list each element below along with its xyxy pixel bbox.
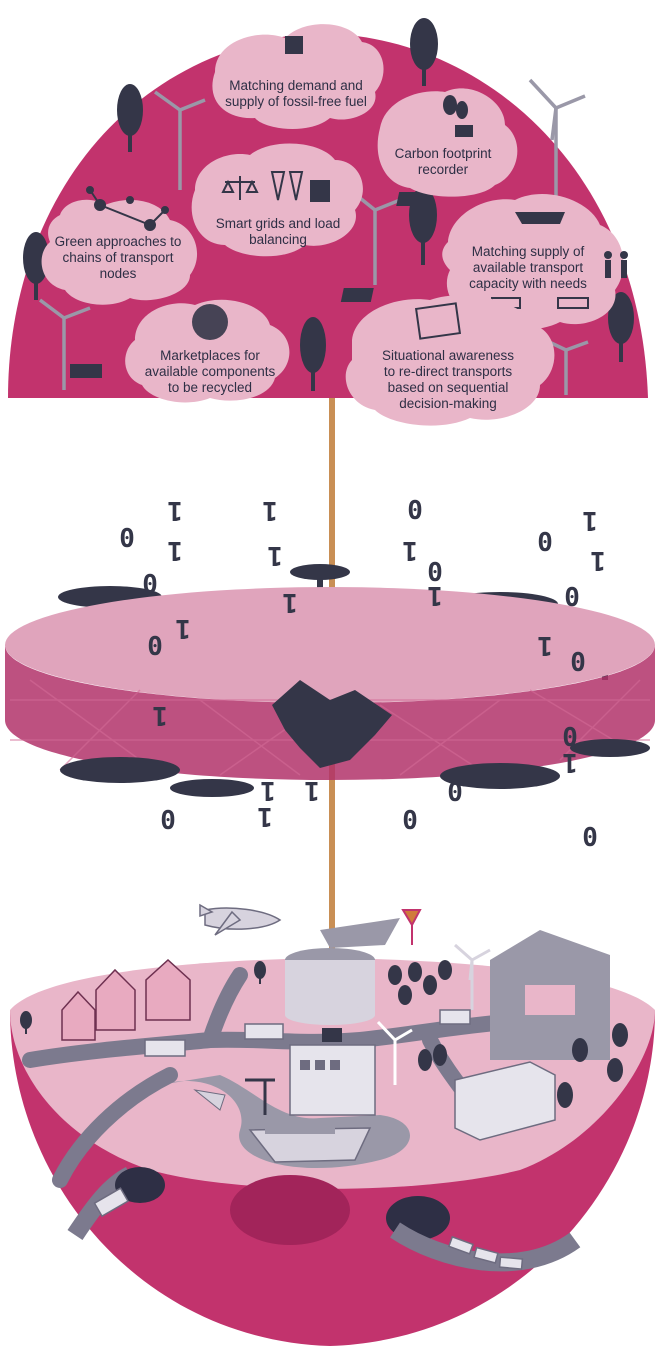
bubble-line: balancing [249, 232, 307, 247]
scale-icon [221, 176, 259, 200]
binary-digit: 1 [167, 495, 183, 525]
bubble-line: to be recycled [168, 380, 252, 395]
binary-digit: 0 [160, 803, 176, 833]
binary-digit: 0 [142, 567, 158, 597]
lower-city [10, 903, 655, 1346]
node-shapes-bottom [60, 739, 650, 797]
footprint-icon [443, 95, 457, 115]
bubble-line: chains of transport [62, 250, 173, 265]
fuel-pump-icon [285, 36, 303, 54]
bubble-fossil-free-fuel: Matching demand and supply of fossil-fre… [212, 24, 384, 129]
bubble-line: recorder [418, 162, 469, 177]
train [447, 1235, 524, 1270]
binary-digit: 1 [304, 775, 320, 805]
binary-digit: 0 [119, 521, 135, 551]
binary-digit: 1 [152, 700, 168, 730]
bubble-carbon-footprint: Carbon footprint recorder [377, 88, 518, 197]
binary-digit: 1 [582, 505, 598, 535]
wind-turbine-icon [376, 943, 491, 1085]
binary-digit: 1 [167, 535, 183, 565]
tunnel-entrance [115, 1167, 165, 1203]
bubble-line: Green approaches to [55, 234, 182, 249]
recorder-icon [455, 125, 473, 137]
disc-top [5, 587, 655, 703]
binary-digits: 1 0 1 1 1 0 1 0 1 1 0 1 0 1 1 0 0 1 0 1 … [119, 493, 606, 850]
bubble-line: supply of fossil-free fuel [225, 94, 367, 109]
bubble-line: to re-direct transports [384, 364, 513, 379]
apartment-building [490, 930, 610, 1060]
ship [193, 1089, 372, 1163]
binary-digit: 0 [582, 820, 598, 850]
footprint-icon [456, 101, 468, 119]
bubble-line: available components [145, 364, 276, 379]
binary-digit: 0 [402, 803, 418, 833]
upper-dome: Matching demand and supply of fossil-fre… [8, 18, 648, 426]
ship-icon [515, 212, 565, 224]
bubble-line: decision-making [399, 396, 497, 411]
bubble-line: capacity with needs [469, 276, 587, 291]
binary-digit: 0 [562, 720, 578, 750]
pin-icon [401, 909, 422, 945]
bubble-line: Marketplaces for [160, 348, 260, 363]
binary-digit: 1 [260, 775, 276, 805]
houses [61, 958, 191, 1041]
bubble-line: Situational awareness [382, 348, 514, 363]
building-icon [310, 180, 330, 202]
bubble-line: available transport [473, 260, 584, 275]
middle-layer: 1 0 1 1 1 0 1 0 1 1 0 1 0 1 1 0 0 1 0 1 … [5, 493, 655, 850]
tree-icon [20, 960, 628, 1108]
round-building [285, 948, 375, 1025]
binary-digit: 0 [427, 555, 443, 585]
bubble-line: based on sequential [388, 380, 509, 395]
people-icon [604, 251, 628, 278]
bubble-green-approaches: Green approaches to chains of transport … [41, 186, 198, 305]
office-building [454, 1061, 556, 1141]
port-building [289, 1028, 376, 1116]
binary-digit: 0 [564, 580, 580, 610]
binary-digit: 0 [407, 493, 423, 523]
binary-digit: 1 [267, 540, 283, 570]
truck [93, 1009, 471, 1218]
map-icon [414, 302, 462, 340]
truck-icon [557, 297, 589, 309]
binary-digit: 1 [537, 630, 553, 660]
flag [320, 918, 400, 948]
solar-panel-icon [70, 192, 428, 378]
crane [245, 1078, 275, 1115]
binary-digit: 0 [537, 525, 553, 555]
binary-digit: 1 [262, 495, 278, 525]
power-pylon-icon [270, 171, 304, 201]
bubble-marketplaces: Marketplaces for available components to… [125, 299, 290, 403]
binary-digit: 1 [175, 613, 191, 643]
network-nodes-icon [86, 186, 169, 231]
tunnel-under-water [230, 1175, 350, 1245]
handshake-icon [192, 304, 228, 340]
bubble-line: Smart grids and load [216, 216, 341, 231]
bubble-line: Carbon footprint [395, 146, 492, 161]
bubble-line: nodes [100, 266, 137, 281]
bubble-line: Matching demand and [229, 78, 363, 93]
bubble-transport-capacity: Matching supply of available transport c… [442, 194, 628, 330]
roads [22, 967, 538, 1188]
binary-digit: 1 [590, 545, 606, 575]
bubble-smart-grids: Smart grids and load balancing [191, 143, 363, 257]
airplane [199, 903, 282, 936]
bubble-situational-awareness: Situational awareness to re-direct trans… [345, 295, 555, 426]
handshake-icon [272, 680, 392, 768]
binary-digit: 1 [427, 580, 443, 610]
tree-icon [23, 18, 634, 391]
bubble-line: Matching supply of [472, 244, 585, 259]
railway [390, 1222, 581, 1272]
binary-digit: 0 [570, 645, 586, 675]
binary-digit: 1 [402, 535, 418, 565]
anchor-icon [322, 1028, 342, 1042]
binary-digit: 0 [447, 775, 463, 805]
binary-digit: 1 [282, 587, 298, 617]
binary-digit: 1 [257, 801, 273, 831]
binary-digit: 0 [147, 629, 163, 659]
binary-digit: 1 [562, 747, 578, 777]
